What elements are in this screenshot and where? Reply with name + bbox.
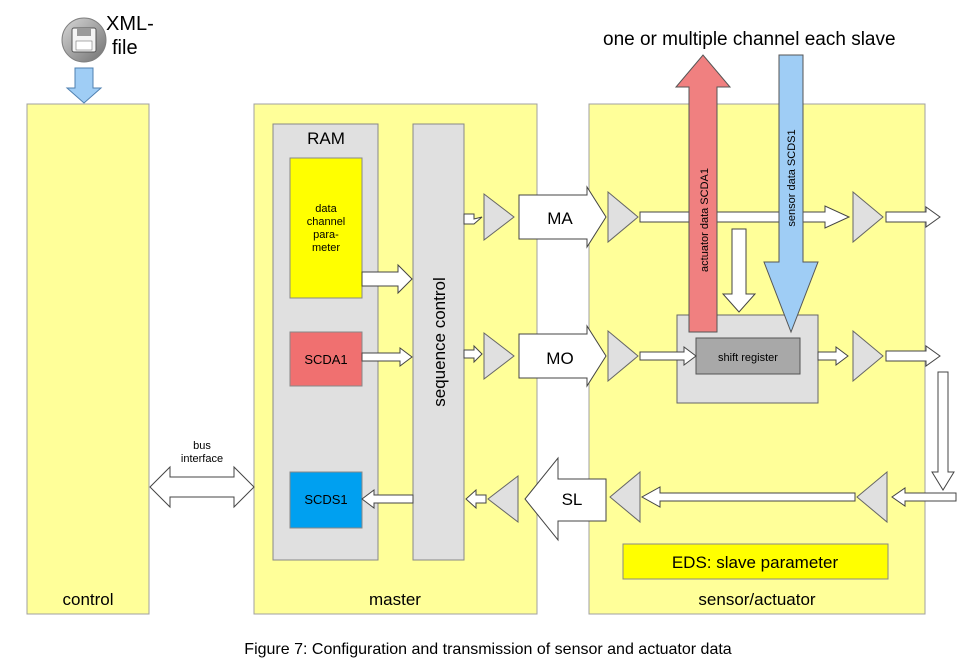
slave-ma-out-arrow [885, 206, 941, 228]
shift-register-to-output-arrow [817, 346, 849, 366]
actuator-data-arrow [674, 54, 732, 333]
shift-register-box [695, 337, 801, 375]
slave-ma-input-triangle [607, 190, 639, 244]
sl-label: SL [562, 490, 583, 509]
slave-sl-input-triangle [856, 470, 888, 524]
sl-return-in-arrow [891, 487, 957, 507]
scda1-label: SCDA1 [304, 352, 347, 367]
sl-receiver-triangle [487, 474, 519, 524]
ma-to-shift-register-arrow [721, 228, 757, 313]
param-to-sequence-arrow [361, 263, 413, 295]
sl-pass-arrow [640, 486, 856, 508]
xml-load-arrow [65, 67, 103, 104]
xml-file-label-2: file [112, 37, 138, 59]
sensor-actuator-label: sensor/actuator [698, 590, 816, 609]
param-label-3: para- [313, 229, 339, 241]
bus-interface-label-2: interface [181, 453, 223, 465]
ma-label: MA [547, 209, 573, 228]
actuator-data-label: actuator data SCDA1 [699, 168, 711, 272]
ma-connector-arrow [463, 213, 483, 225]
ma-driver-triangle [483, 192, 515, 242]
bus-interface-label-1: bus [193, 440, 211, 452]
param-label-4: meter [312, 242, 340, 254]
sequence-control-block [412, 123, 465, 561]
mo-label: MO [546, 349, 573, 368]
channel-note: one or multiple channel each slave [603, 29, 896, 50]
mo-driver-triangle [483, 331, 515, 381]
control-label: control [62, 590, 113, 609]
xml-file-label-1: XML- [106, 13, 154, 35]
sequence-control-label: sequence control [430, 277, 449, 406]
sl-connector-arrow [465, 488, 487, 510]
scds1-label: SCDS1 [304, 492, 347, 507]
control-block [26, 103, 150, 615]
sl-line-arrow [524, 456, 607, 542]
ram-title: RAM [307, 129, 345, 148]
mo-connector-arrow [463, 344, 483, 364]
ma-line-arrow [518, 185, 607, 249]
param-label-1: data [315, 203, 337, 215]
sequence-to-scds1-arrow [361, 489, 414, 509]
scds1-box [289, 471, 363, 529]
master-label: master [369, 590, 421, 609]
slave-sl-output-triangle [609, 470, 641, 524]
scda1-to-sequence-arrow [361, 347, 413, 367]
sensor-data-label: sensor data SCDS1 [786, 129, 798, 226]
mo-line-arrow [518, 324, 607, 388]
slave-ma-pass-arrow [639, 205, 851, 229]
slave-mo-output-triangle [852, 329, 884, 383]
param-label-2: channel [307, 216, 346, 228]
sensor-data-arrow [763, 54, 819, 334]
eds-box [622, 543, 889, 580]
eds-label: EDS: slave parameter [672, 553, 839, 572]
slave-mo-input-triangle [607, 329, 639, 383]
slave-ma-output-triangle [852, 190, 884, 244]
mo-to-shift-register-arrow [639, 346, 697, 366]
data-channel-parameter-box [289, 157, 363, 299]
floppy-disk-icon [61, 17, 107, 63]
slave-mo-out-arrow [885, 345, 941, 367]
loop-back-down-arrow [931, 371, 955, 491]
scda1-box [289, 331, 363, 387]
shift-register-label: shift register [718, 352, 778, 364]
bus-interface-arrow [149, 465, 255, 509]
figure-caption: Figure 7: Configuration and transmission… [244, 641, 731, 658]
